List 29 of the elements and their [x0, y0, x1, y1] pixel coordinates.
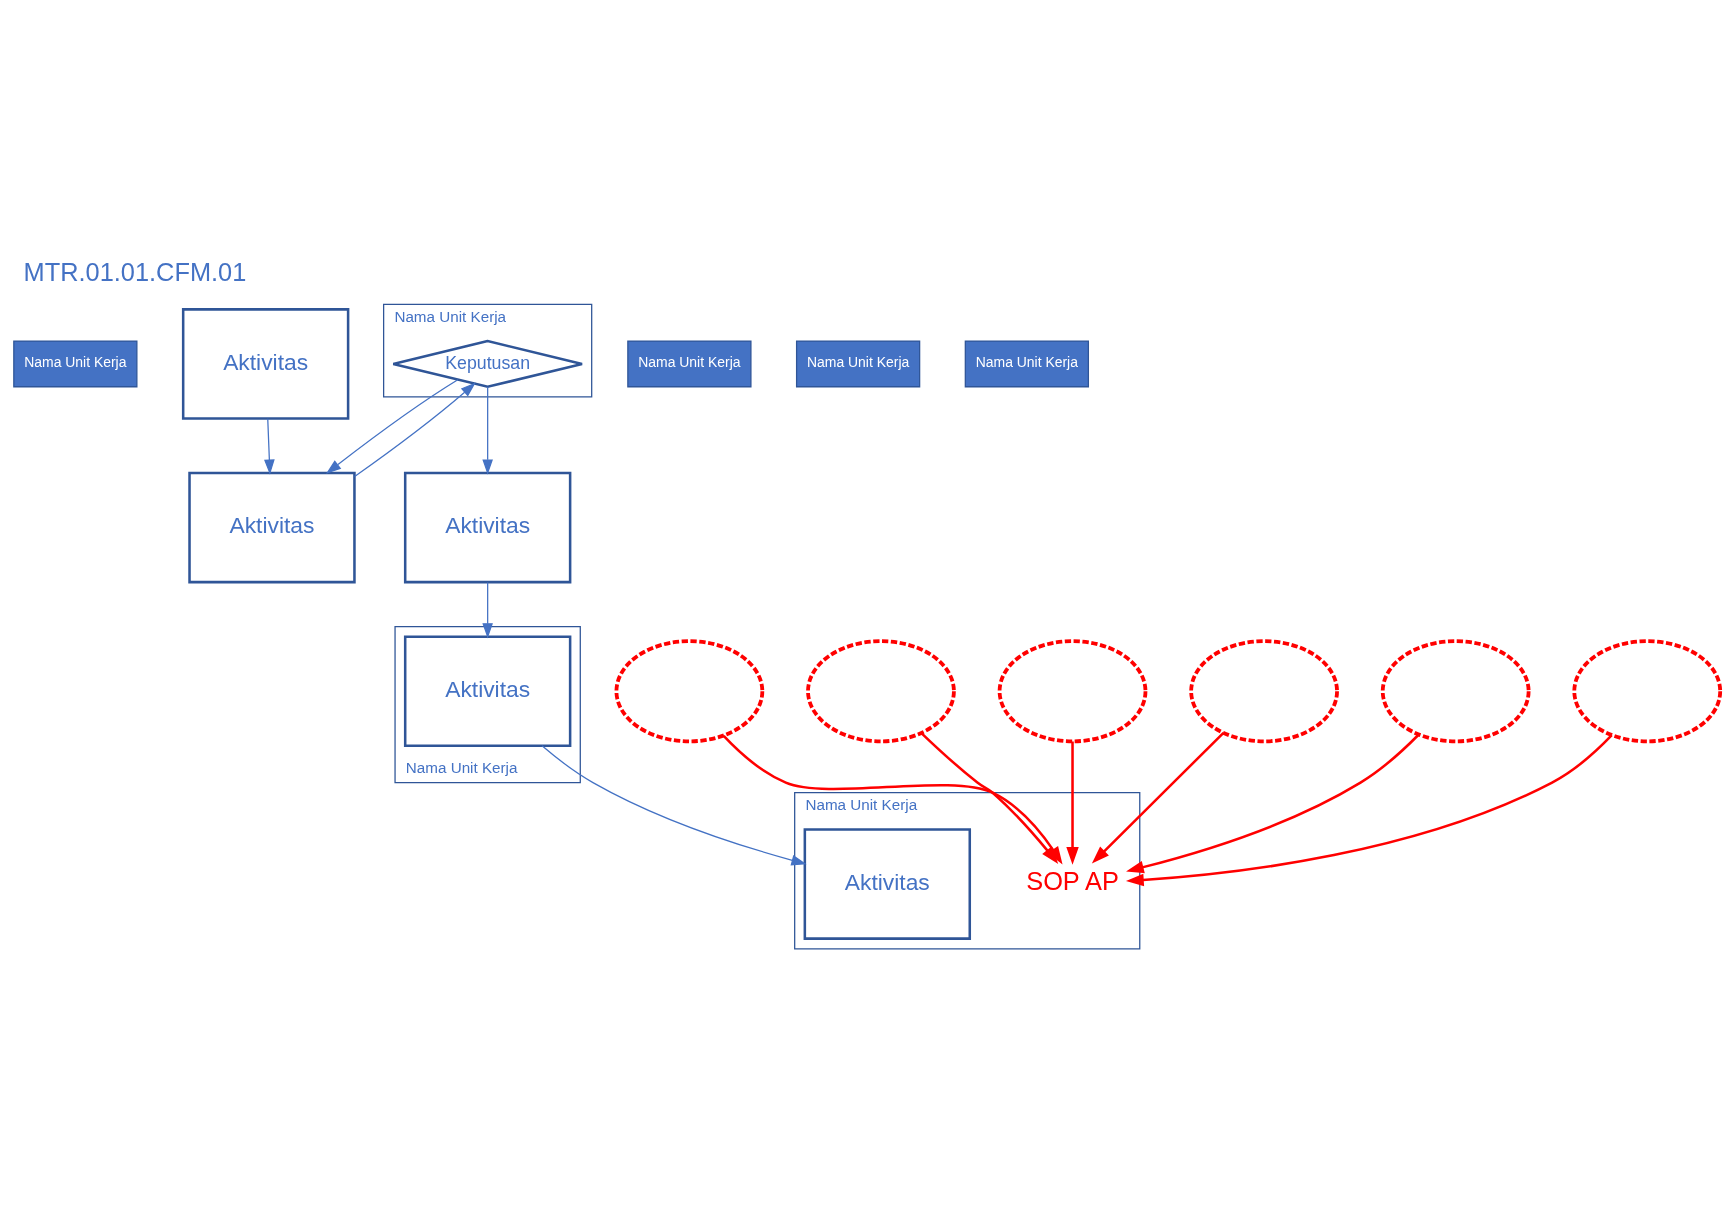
- arrow: [920, 732, 1059, 864]
- node-diamond: Keputusan: [392, 339, 584, 389]
- node-box: Nama Unit Kerja: [795, 340, 921, 388]
- node-box: Aktivitas: [188, 471, 356, 584]
- node-box: Nama Unit Kerja: [13, 340, 138, 388]
- arrow: [482, 386, 493, 475]
- arrow: [1126, 733, 1420, 874]
- arrow: [264, 418, 275, 475]
- node-ellipse: [997, 639, 1148, 744]
- node-box: Aktivitas: [403, 635, 572, 748]
- node-box: Aktivitas: [403, 471, 572, 584]
- arrow: [1066, 741, 1079, 865]
- node-box: Nama Unit Kerja: [964, 340, 1090, 388]
- arrow: [541, 745, 807, 866]
- node-ellipse: [806, 639, 956, 744]
- node-box: Aktivitas: [803, 828, 972, 940]
- arrow: [326, 379, 459, 474]
- node-box: Aktivitas: [181, 308, 350, 420]
- arrow: [1091, 731, 1225, 864]
- node-text: SOP AP: [1026, 867, 1119, 896]
- arrow: [354, 382, 476, 478]
- node-ellipse: [614, 639, 765, 744]
- arrow: [1125, 734, 1613, 887]
- node-box: Nama Unit Kerja: [627, 340, 752, 388]
- node-ellipse: [1189, 639, 1339, 744]
- node-ellipse: [1572, 639, 1723, 744]
- arrow: [482, 581, 493, 639]
- diagram-title: MTR.01.01.CFM.01: [23, 258, 247, 287]
- node-ellipse: [1380, 639, 1531, 744]
